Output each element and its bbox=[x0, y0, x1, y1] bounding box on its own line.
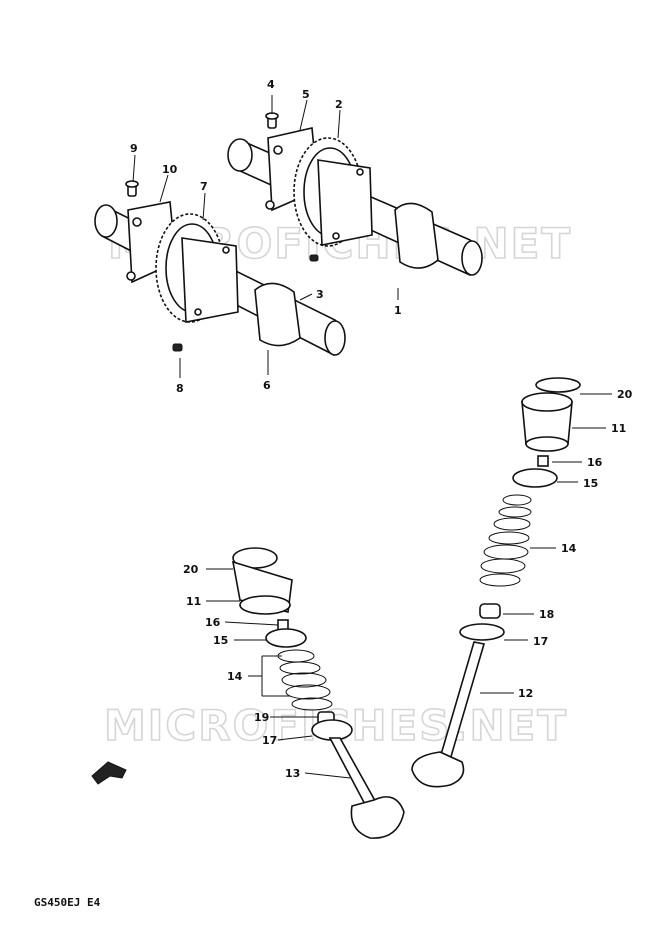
callout-3: 3 bbox=[316, 288, 324, 301]
callout-10: 10 bbox=[162, 163, 178, 176]
callout-16-right: 16 bbox=[587, 456, 603, 469]
model-code: GS450EJ E4 bbox=[34, 896, 101, 909]
callout-5: 5 bbox=[302, 88, 310, 101]
callout-1: 1 bbox=[394, 304, 402, 317]
callout-16-left: 16 bbox=[205, 616, 221, 629]
callout-12: 12 bbox=[518, 687, 533, 700]
callout-8: 8 bbox=[176, 382, 184, 395]
front-arrow-icon bbox=[91, 761, 127, 785]
valve-assembly-right bbox=[411, 377, 581, 788]
camshaft-2 bbox=[94, 201, 346, 356]
leader-lines bbox=[132, 95, 612, 779]
callout-15-left: 15 bbox=[213, 634, 228, 647]
callout-17-left: 17 bbox=[262, 734, 277, 747]
dowel-pin-8 bbox=[172, 343, 183, 352]
callout-11-left: 11 bbox=[186, 595, 201, 608]
callout-15-right: 15 bbox=[583, 477, 598, 490]
callout-19: 19 bbox=[254, 711, 269, 724]
valve-assembly-left bbox=[231, 547, 405, 839]
callout-4: 4 bbox=[267, 78, 275, 91]
dowel-pin-upper bbox=[309, 254, 319, 262]
bolt-9 bbox=[125, 180, 139, 197]
callout-14-left: 14 bbox=[227, 670, 243, 683]
bolt-4 bbox=[265, 112, 279, 129]
callout-9: 9 bbox=[130, 142, 138, 155]
callout-20-right: 20 bbox=[617, 388, 633, 401]
callout-7: 7 bbox=[200, 180, 208, 193]
callout-18: 18 bbox=[539, 608, 554, 621]
callout-13: 13 bbox=[285, 767, 300, 780]
callout-20-left: 20 bbox=[183, 563, 199, 576]
callout-6: 6 bbox=[263, 379, 271, 392]
callout-2: 2 bbox=[335, 98, 343, 111]
callout-17-right: 17 bbox=[533, 635, 548, 648]
callout-14-right: 14 bbox=[561, 542, 577, 555]
camshaft-1 bbox=[227, 127, 483, 276]
callout-11-right: 11 bbox=[611, 422, 626, 435]
